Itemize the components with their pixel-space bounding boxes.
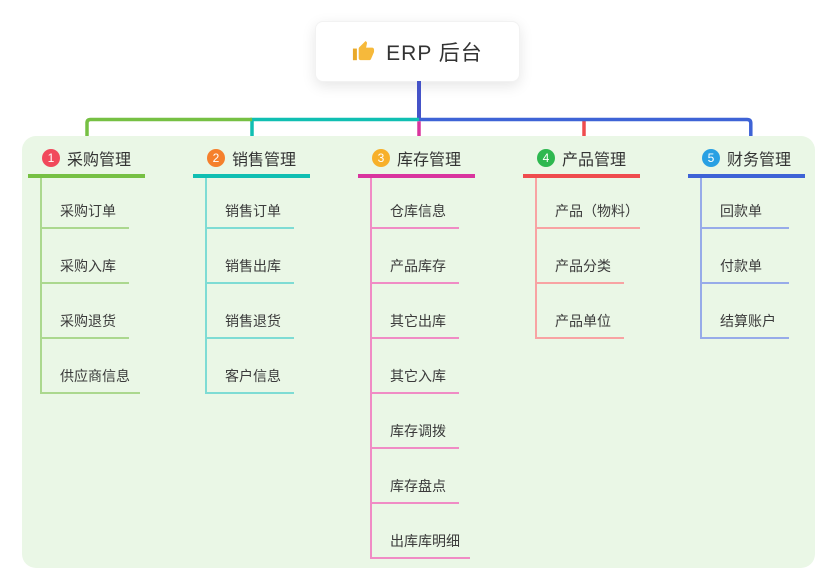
- branch-label-product: 产品管理: [562, 152, 627, 169]
- branch-product: 4 产品管理 产品（物料） 产品分类 产品单位: [523, 148, 640, 339]
- thumbs-up-icon: [353, 40, 375, 61]
- branch-badge-2: 2: [207, 149, 225, 167]
- branch-children-inventory: 仓库信息 产品库存 其它出库 其它入库 库存调拨 库存盘点 出库库明细: [370, 178, 475, 559]
- mindmap-panel: [22, 136, 815, 568]
- child-node[interactable]: 销售订单: [207, 201, 294, 229]
- branch-label-inventory: 库存管理: [397, 152, 462, 169]
- branch-header-finance[interactable]: 5 财务管理: [688, 148, 805, 178]
- child-node[interactable]: 库存盘点: [372, 476, 459, 504]
- child-node[interactable]: 其它出库: [372, 311, 459, 339]
- branch-badge-4: 4: [537, 149, 555, 167]
- child-node[interactable]: 产品单位: [537, 311, 624, 339]
- branch-label-finance: 财务管理: [727, 152, 792, 169]
- child-node[interactable]: 出库库明细: [372, 531, 470, 559]
- child-node[interactable]: 客户信息: [207, 366, 294, 394]
- child-node[interactable]: 供应商信息: [42, 366, 140, 394]
- root-node[interactable]: ERP 后台: [315, 21, 520, 82]
- branch-header-product[interactable]: 4 产品管理: [523, 148, 640, 178]
- child-node[interactable]: 付款单: [702, 256, 789, 284]
- branch-inventory: 3 库存管理 仓库信息 产品库存 其它出库 其它入库 库存调拨 库存盘点 出库库…: [358, 148, 475, 559]
- branch-finance: 5 财务管理 回款单 付款单 结算账户: [688, 148, 805, 339]
- child-node[interactable]: 结算账户: [702, 311, 789, 339]
- branch-children-sales: 销售订单 销售出库 销售退货 客户信息: [205, 178, 310, 394]
- child-node[interactable]: 销售退货: [207, 311, 294, 339]
- branch-header-sales[interactable]: 2 销售管理: [193, 148, 310, 178]
- branch-children-purchase: 采购订单 采购入库 采购退货 供应商信息: [40, 178, 145, 394]
- child-node[interactable]: 产品（物料）: [537, 201, 640, 229]
- child-node[interactable]: 采购入库: [42, 256, 129, 284]
- branch-header-purchase[interactable]: 1 采购管理: [28, 148, 145, 178]
- child-node[interactable]: 采购订单: [42, 201, 129, 229]
- child-node[interactable]: 销售出库: [207, 256, 294, 284]
- branch-header-inventory[interactable]: 3 库存管理: [358, 148, 475, 178]
- branch-badge-3: 3: [372, 149, 390, 167]
- branch-label-sales: 销售管理: [232, 152, 297, 169]
- child-node[interactable]: 库存调拨: [372, 421, 459, 449]
- child-node[interactable]: 回款单: [702, 201, 789, 229]
- branch-children-product: 产品（物料） 产品分类 产品单位: [535, 178, 640, 339]
- root-title: ERP 后台: [386, 41, 483, 65]
- branch-badge-5: 5: [702, 149, 720, 167]
- branch-children-finance: 回款单 付款单 结算账户: [700, 178, 805, 339]
- child-node[interactable]: 采购退货: [42, 311, 129, 339]
- branch-sales: 2 销售管理 销售订单 销售出库 销售退货 客户信息: [193, 148, 310, 394]
- branch-purchase: 1 采购管理 采购订单 采购入库 采购退货 供应商信息: [28, 148, 145, 394]
- child-node[interactable]: 其它入库: [372, 366, 459, 394]
- branch-badge-1: 1: [42, 149, 60, 167]
- child-node[interactable]: 仓库信息: [372, 201, 459, 229]
- child-node[interactable]: 产品分类: [537, 256, 624, 284]
- child-node[interactable]: 产品库存: [372, 256, 459, 284]
- branch-label-purchase: 采购管理: [67, 152, 132, 169]
